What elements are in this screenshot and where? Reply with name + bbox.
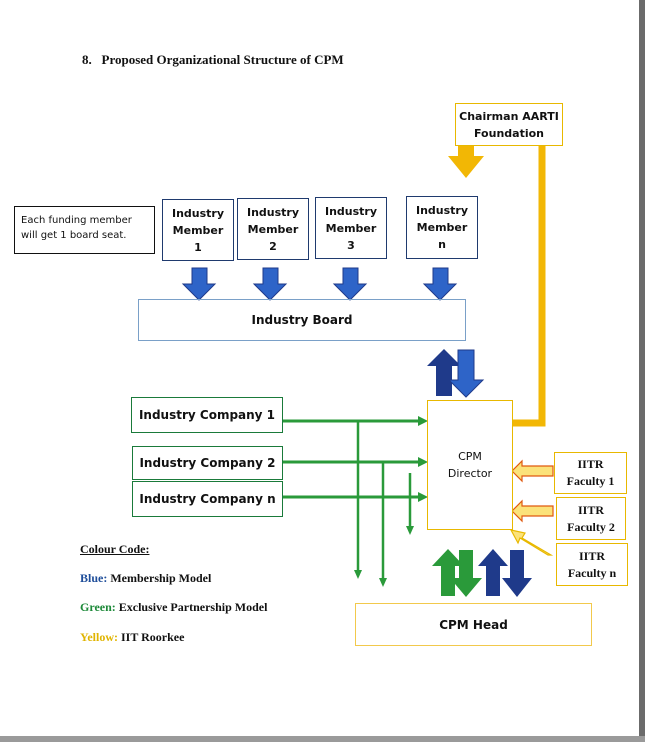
company-n-connector	[283, 492, 428, 502]
member-arrow-3	[332, 267, 368, 301]
company-2-label: Industry Company 2	[139, 456, 276, 470]
faculty-2-line-2: Faculty 2	[567, 519, 615, 534]
member-2-label-1: Industry	[246, 205, 300, 219]
legend-blue-value: Membership Model	[110, 571, 212, 585]
iitr-faculty-n-box: IITR Faculty n	[556, 543, 628, 586]
green-up-arrow	[432, 549, 464, 596]
chairman-line-1: Chairman AARTI	[459, 109, 559, 123]
faculty-2-arrow	[511, 499, 554, 523]
industry-member-n-box: Industry Member n	[406, 196, 478, 259]
funding-note: Each funding member will get 1 board sea…	[14, 206, 155, 254]
company-2-connector	[283, 457, 428, 467]
iitr-faculty-2-box: IITR Faculty 2	[556, 497, 626, 540]
faculty-1-line-2: Faculty 1	[566, 474, 615, 488]
legend-blue-key: Blue:	[80, 571, 108, 585]
member-n-label-3: n	[438, 238, 446, 251]
industry-member-1-box: Industry Member 1	[162, 199, 234, 261]
faculty-n-line-1: IITR	[578, 548, 605, 563]
member-n-label-2: Member	[416, 221, 468, 234]
member-3-label-3: 3	[347, 238, 355, 252]
industry-company-n-box: Industry Company n	[132, 481, 283, 517]
legend-title: Colour Code:	[80, 542, 150, 556]
member-3-label-2: Member	[325, 221, 377, 235]
company-1-connector	[283, 416, 428, 426]
green-down-arrow	[450, 550, 482, 597]
frame-right-border	[639, 0, 645, 742]
iitr-faculty-1-box: IITR Faculty 1	[554, 452, 627, 494]
chairman-down-arrow	[448, 144, 484, 178]
green-down-line-2	[379, 462, 387, 587]
legend-green-key: Green:	[80, 600, 116, 614]
cpm-head-box: CPM Head	[355, 603, 592, 646]
member-arrow-1	[181, 267, 217, 301]
legend-green: Green: Exclusive Partnership Model	[80, 600, 267, 615]
company-n-label: Industry Company n	[139, 492, 276, 506]
industry-board-label: Industry Board	[251, 313, 353, 327]
chairman-box: Chairman AARTI Foundation	[455, 103, 563, 146]
green-down-line-3	[406, 473, 414, 535]
member-n-label-1: Industry	[415, 204, 469, 217]
director-line-2: Director	[447, 467, 493, 480]
board-director-up-arrow	[427, 349, 461, 396]
legend-green-value: Exclusive Partnership Model	[118, 600, 268, 614]
member-2-label-2: Member	[247, 222, 299, 236]
industry-company-2-box: Industry Company 2	[132, 446, 283, 480]
faculty-n-arrow	[509, 529, 554, 556]
chairman-to-director-connector	[513, 144, 546, 427]
cpm-director-box: CPM Director	[427, 400, 513, 530]
member-arrow-2	[252, 267, 288, 301]
faculty-1-arrow	[511, 459, 554, 483]
blue-up-arrow	[478, 549, 508, 596]
green-down-line-1	[354, 421, 362, 579]
board-director-down-arrow	[447, 349, 485, 398]
director-line-1: CPM	[458, 450, 482, 463]
blue-down-arrow	[502, 550, 532, 597]
frame-bottom-border	[0, 736, 645, 742]
chairman-line-2: Foundation	[473, 126, 544, 140]
legend-yellow: Yellow: IIT Roorkee	[80, 630, 184, 645]
legend-blue: Blue: Membership Model	[80, 571, 211, 586]
page-heading: 8. Proposed Organizational Structure of …	[82, 52, 344, 67]
industry-board-box: Industry Board	[138, 299, 466, 341]
member-arrow-n	[422, 267, 458, 301]
legend-yellow-key: Yellow:	[80, 630, 118, 644]
member-2-label-3: 2	[269, 239, 277, 253]
company-1-label: Industry Company 1	[138, 408, 276, 422]
faculty-2-line-1: IITR	[577, 502, 604, 517]
member-1-label-2: Member	[172, 223, 224, 237]
industry-member-2-box: Industry Member 2	[237, 198, 309, 260]
member-3-label-1: Industry	[324, 204, 378, 218]
industry-member-3-box: Industry Member 3	[315, 197, 387, 259]
cpm-head-label: CPM Head	[439, 617, 508, 632]
industry-company-1-box: Industry Company 1	[131, 397, 283, 433]
faculty-1-line-1: IITR	[577, 457, 604, 471]
faculty-n-line-2: Faculty n	[567, 565, 617, 580]
member-1-label-3: 1	[194, 240, 202, 254]
member-1-label-1: Industry	[171, 206, 225, 220]
legend-yellow-value: IIT Roorkee	[121, 630, 185, 644]
